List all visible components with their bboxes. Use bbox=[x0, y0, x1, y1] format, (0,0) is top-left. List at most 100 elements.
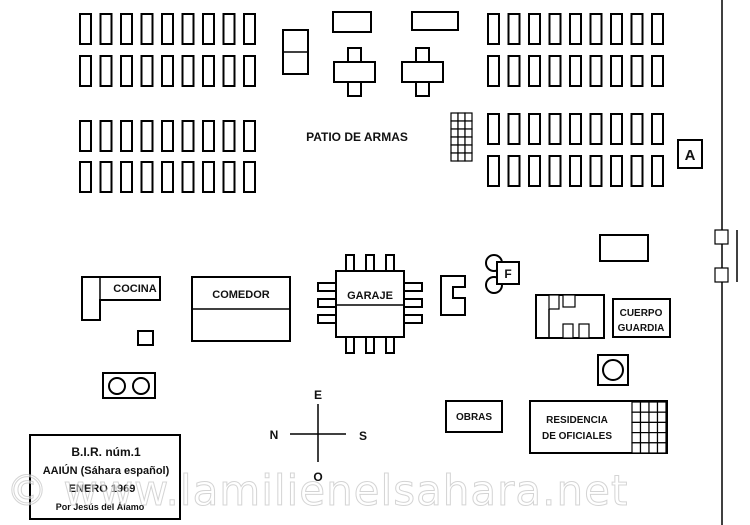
barrack-block bbox=[79, 55, 92, 87]
barrack-block bbox=[181, 55, 195, 87]
cuerpo-guardia-building bbox=[612, 298, 671, 338]
barrack-block bbox=[99, 161, 113, 193]
building-f bbox=[496, 261, 520, 285]
barrack-block bbox=[507, 55, 521, 87]
comedor-label: COMEDOR bbox=[212, 289, 270, 301]
barrack-block bbox=[528, 55, 541, 87]
barrack-block bbox=[589, 55, 603, 87]
patio-label: PATIO DE ARMAS bbox=[306, 130, 408, 144]
legend-line-4: Por Jesús del Álamo bbox=[56, 502, 145, 512]
barrack-block bbox=[630, 113, 644, 145]
barrack-block bbox=[528, 113, 541, 145]
residencia-label-1: RESIDENCIA bbox=[546, 415, 608, 426]
barrack-block bbox=[140, 120, 154, 152]
barrack-block bbox=[610, 55, 623, 87]
barrack-block bbox=[569, 55, 582, 87]
barrack-block bbox=[548, 113, 562, 145]
compass-north-label: N bbox=[270, 428, 279, 442]
barrack-block bbox=[140, 13, 154, 45]
building-a-label: A bbox=[685, 147, 696, 164]
barrack-block bbox=[222, 120, 236, 152]
legend-line-2: AAIÚN (Sáhara español) bbox=[43, 464, 170, 477]
barrack-block bbox=[487, 13, 500, 45]
building-east bbox=[599, 234, 649, 262]
barrack-block bbox=[79, 161, 92, 193]
barrack-block bbox=[548, 155, 562, 187]
gate-post-south bbox=[714, 267, 729, 283]
barrack-block bbox=[243, 55, 256, 87]
barrack-block bbox=[243, 120, 256, 152]
barrack-block bbox=[202, 120, 215, 152]
barrack-block bbox=[120, 120, 133, 152]
barrack-block bbox=[507, 113, 521, 145]
barrack-block bbox=[99, 13, 113, 45]
e-shaped-building bbox=[440, 275, 466, 316]
cuerpo-guardia-label-2: GUARDIA bbox=[618, 323, 665, 334]
barrack-block bbox=[610, 113, 623, 145]
barrack-block bbox=[569, 13, 582, 45]
barrack-block bbox=[181, 120, 195, 152]
cross-building-right bbox=[401, 47, 444, 97]
legend-box bbox=[29, 434, 181, 520]
barrack-block bbox=[548, 13, 562, 45]
barrack-block bbox=[651, 55, 664, 87]
obras-label: OBRAS bbox=[456, 412, 492, 423]
barracks-blocks bbox=[79, 13, 664, 193]
barrack-block bbox=[589, 113, 603, 145]
garaje-building bbox=[317, 254, 423, 354]
barrack-block bbox=[487, 55, 500, 87]
small-hut bbox=[137, 330, 154, 346]
barrack-block bbox=[630, 155, 644, 187]
garaje-label: GARAJE bbox=[347, 290, 393, 302]
multi-room-building bbox=[535, 294, 605, 339]
barrack-block bbox=[243, 161, 256, 193]
barrack-block bbox=[610, 155, 623, 187]
barrack-block bbox=[181, 13, 195, 45]
barrack-block bbox=[120, 55, 133, 87]
barrack-block bbox=[630, 13, 644, 45]
compass-south-label: S bbox=[359, 429, 367, 443]
barrack-block bbox=[651, 113, 664, 145]
barrack-block bbox=[99, 55, 113, 87]
barrack-block bbox=[79, 13, 92, 45]
compass-east-label: E bbox=[314, 388, 322, 402]
barrack-block bbox=[610, 13, 623, 45]
barrack-block bbox=[161, 120, 174, 152]
barrack-block bbox=[202, 55, 215, 87]
obras-building bbox=[445, 400, 503, 433]
barrack-block bbox=[630, 55, 644, 87]
barrack-block bbox=[487, 113, 500, 145]
legend-line-1: B.I.R. núm.1 bbox=[71, 445, 141, 459]
watermark-text: © www.lamilienelsahara.net bbox=[6, 466, 628, 515]
barrack-block bbox=[222, 13, 236, 45]
barrack-block bbox=[651, 155, 664, 187]
grid-building bbox=[450, 112, 473, 162]
residencia-grid bbox=[631, 401, 667, 454]
barrack-block bbox=[140, 55, 154, 87]
barrack-block bbox=[589, 13, 603, 45]
cuerpo-guardia-label-1: CUERPO bbox=[620, 308, 663, 319]
barrack-block bbox=[569, 113, 582, 145]
compass-west-label: O bbox=[313, 470, 322, 484]
barrack-block bbox=[222, 161, 236, 193]
barrack-block bbox=[161, 13, 174, 45]
barrack-block bbox=[243, 13, 256, 45]
barrack-block bbox=[507, 155, 521, 187]
barrack-block bbox=[120, 161, 133, 193]
barrack-block bbox=[548, 55, 562, 87]
building-top-left bbox=[332, 11, 372, 33]
gate-post-north bbox=[714, 229, 729, 245]
barrack-block bbox=[569, 155, 582, 187]
building-a bbox=[677, 139, 703, 169]
barrack-block bbox=[589, 155, 603, 187]
barrack-block bbox=[120, 13, 133, 45]
barrack-block bbox=[528, 155, 541, 187]
residencia-label-2: DE OFICIALES bbox=[542, 431, 612, 442]
cross-building-left bbox=[333, 47, 376, 97]
barrack-block bbox=[507, 13, 521, 45]
barrack-block bbox=[202, 13, 215, 45]
barrack-block bbox=[79, 120, 92, 152]
barrack-block bbox=[181, 161, 195, 193]
building-f-label: F bbox=[504, 267, 511, 281]
